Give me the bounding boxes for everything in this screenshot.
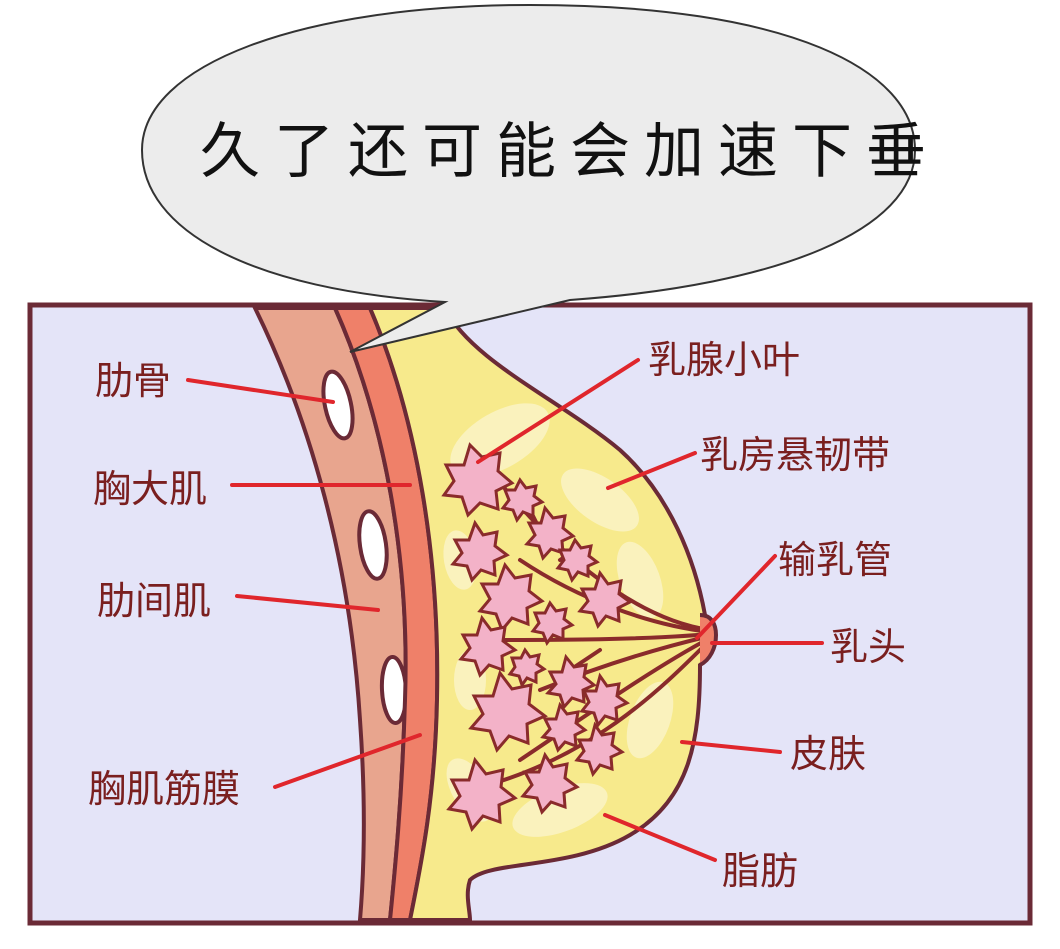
label-pectoralis-major: 胸大肌 [93,467,207,511]
leader-intercostal [235,594,380,612]
lobule-11 [545,653,597,710]
leader-duct [695,554,777,640]
leader-lines [186,358,824,862]
label-suspensory-ligament: 乳房悬韧带 [700,433,890,477]
leader-lobule [476,358,640,464]
leader-skin [680,740,782,754]
label-lobule: 乳腺小叶 [648,338,800,382]
label-pectoral-fascia: 胸肌筋膜 [88,767,240,811]
leader-fat [603,813,717,862]
label-fat: 脂肪 [722,849,798,893]
lobule-17 [446,756,518,832]
lobule-4 [450,519,510,583]
lobule-7 [577,569,633,629]
label-skin: 皮肤 [790,732,866,776]
rib-1 [321,369,355,441]
label-intercostal: 肋间肌 [97,579,211,623]
speech-bubble-text: 久了还可能会加速下垂 [200,117,940,187]
speech-bubble [140,3,917,353]
lobule-13 [579,672,631,729]
rib-2 [357,509,389,581]
lobule-6 [477,561,545,633]
lobule-5 [555,537,600,584]
lobules [441,442,633,832]
lobule-1 [441,442,515,518]
lobule-9 [458,614,518,678]
label-rib: 肋骨 [95,359,171,403]
lobule-14 [540,701,588,753]
label-duct: 输乳管 [778,538,892,582]
lobule-10 [507,647,547,689]
leader-pectoral-fascia [273,733,422,789]
lobule-2 [500,477,545,524]
lobule-16 [520,751,580,815]
lobule-12 [468,669,548,753]
lobule-15 [574,721,626,778]
label-nipple: 乳头 [830,625,906,669]
lobule-3 [524,504,576,561]
nipple-shape [698,613,719,667]
lobule-8 [530,600,575,647]
leader-rib [186,378,335,404]
leader-suspensory-ligament [606,451,697,490]
